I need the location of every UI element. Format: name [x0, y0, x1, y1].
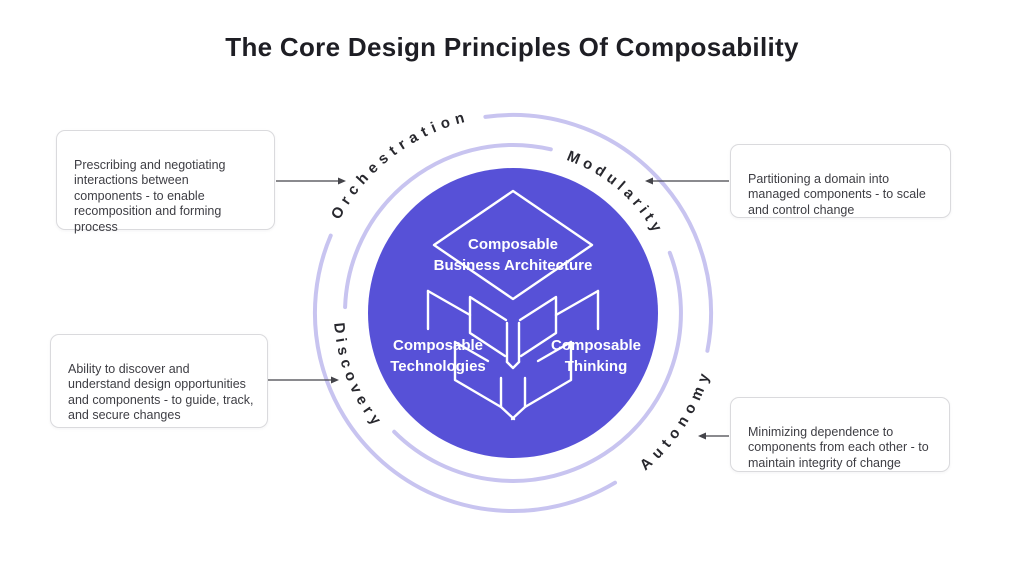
- callout-box-modularity: Partitioning a domain into managed compo…: [730, 144, 951, 218]
- arrow-autonomy-head: [698, 432, 706, 440]
- connector-arrows: [268, 177, 729, 440]
- ring-label-autonomy: Autonomy: [637, 366, 715, 474]
- circle-label-line: Composable: [467, 236, 559, 253]
- callout-text-discovery: Ability to discover and understand desig…: [68, 361, 254, 423]
- cube-icon: [426, 189, 600, 421]
- arrow-discovery-head: [331, 376, 339, 384]
- arrow-orchestration-head: [338, 177, 346, 185]
- callout-box-orchestration: Prescribing and negotiating interactions…: [56, 130, 275, 234]
- arrow-modularity-head: [645, 177, 653, 185]
- circle-label-line: Composable: [392, 337, 484, 354]
- page-title: The Core Design Principles Of Composabil…: [225, 32, 799, 62]
- circle-label-business-architecture: Composable Business Architecture: [434, 234, 593, 276]
- circle-label-line: Technologies: [390, 358, 486, 375]
- outer-ring-arc-top-right: [483, 113, 714, 353]
- callout-box-autonomy: Minimizing dependence to components from…: [730, 397, 950, 472]
- outer-ring-arc-bottom-left: [312, 233, 617, 514]
- circle-label-technologies: Composable Technologies: [390, 335, 486, 377]
- callout-text-orchestration: Prescribing and negotiating interactions…: [74, 157, 226, 234]
- inner-ring: [343, 143, 683, 483]
- central-circle: [368, 168, 658, 458]
- callout-box-discovery: Ability to discover and understand desig…: [50, 334, 268, 428]
- circle-label-line: Business Architecture: [433, 257, 593, 274]
- circle-label-thinking: Composable Thinking: [551, 335, 641, 377]
- callout-text-autonomy: Minimizing dependence to components from…: [748, 424, 929, 470]
- callout-text-modularity: Partitioning a domain into managed compo…: [748, 171, 926, 217]
- inner-ring-arc-left-top: [343, 143, 553, 310]
- circle-label-line: Thinking: [564, 358, 628, 375]
- inner-ring-arc-right-bottom: [392, 250, 683, 483]
- circle-label-line: Composable: [550, 337, 642, 354]
- outer-ring: [312, 113, 714, 514]
